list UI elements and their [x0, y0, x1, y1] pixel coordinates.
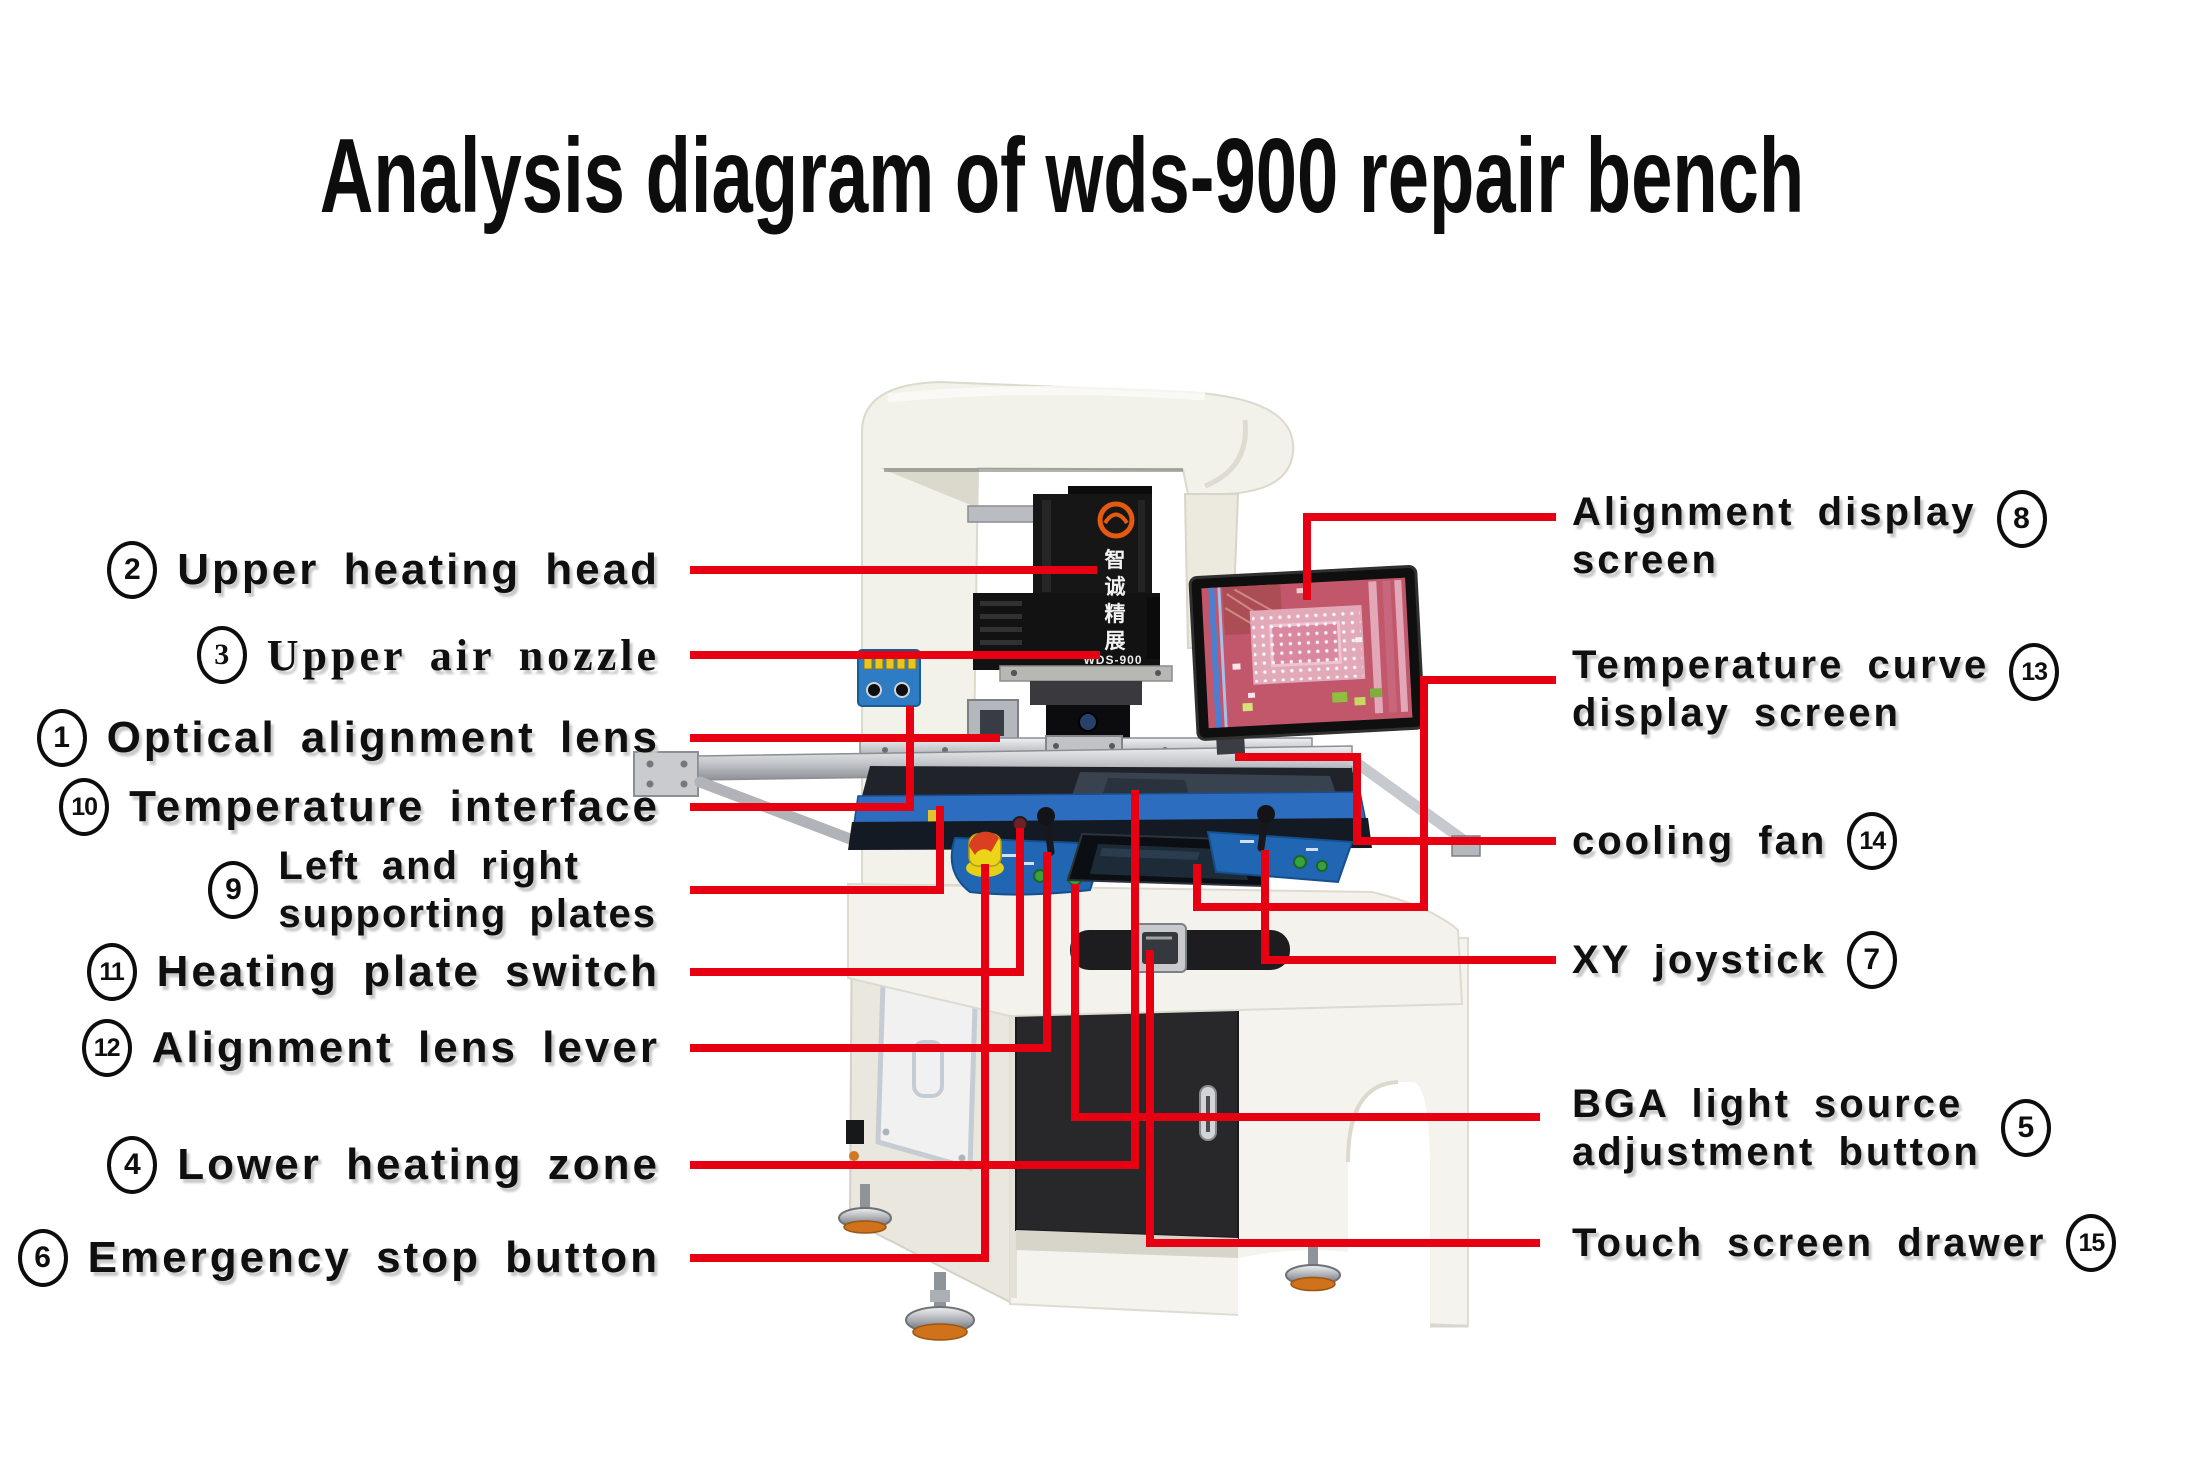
- alignment-display-monitor: [1188, 564, 1426, 755]
- label-text: Temperature curve: [1572, 643, 1990, 687]
- brand-char-3: 精: [1105, 602, 1126, 626]
- temperature-interface-panel: [857, 649, 921, 707]
- page-title: Analysis diagram of wds-900 repair bench: [319, 117, 1805, 235]
- label-touch-screen-drawer: Touch screen drawer 15: [1572, 1214, 2117, 1272]
- label-alignment-lens-lever: 12 Alignment lens lever: [81, 1019, 660, 1077]
- label-heating-plate-switch: 11 Heating plate switch: [86, 943, 660, 1001]
- leveling-feet: [838, 1184, 1341, 1341]
- leader-temperature-interface: [690, 706, 914, 811]
- leader-lower-heating-zone: [690, 790, 1139, 1169]
- circled-number: 8: [1996, 490, 2047, 548]
- label-text: Touch screen drawer: [1572, 1220, 2047, 1265]
- label-text: Upper heating head: [177, 545, 660, 594]
- circled-number: 10: [59, 778, 110, 836]
- label-supporting-plates: 9 Left and right supporting plates: [208, 838, 657, 942]
- frame-crossbar: [967, 505, 1035, 523]
- label-alignment-display-screen: Alignment display screen 8: [1572, 488, 2047, 592]
- circled-number: 14: [1847, 812, 1898, 870]
- circled-number: 7: [1846, 931, 1897, 989]
- brand-char-4: 展: [1105, 630, 1126, 653]
- leader-alignment-display: [1303, 513, 1556, 600]
- label-xy-joystick: XY joystick 7: [1572, 931, 1897, 989]
- upper-air-nozzle: [1030, 681, 1142, 705]
- leader-emergency-stop: [690, 864, 989, 1262]
- label-text: cooling fan: [1572, 818, 1828, 863]
- label-text: Upper air nozzle: [266, 630, 660, 680]
- heating-head: 智 诚 精 展 WDS-900: [967, 486, 1173, 747]
- circled-number: 4: [107, 1136, 158, 1194]
- label-text: display screen: [1572, 691, 1901, 735]
- label-lower-heating-zone: 4 Lower heating zone: [107, 1136, 660, 1194]
- leader-alignment-lens-lever: [690, 852, 1051, 1052]
- arch-opening: [1348, 1082, 1430, 1326]
- circled-number: 6: [17, 1229, 68, 1287]
- label-text: Optical alignment lens: [106, 713, 660, 762]
- label-text: XY joystick: [1572, 937, 1827, 982]
- label-text: Heating plate switch: [156, 947, 660, 996]
- leader-supporting-plates: [690, 806, 944, 894]
- label-upper-heating-head: 2 Upper heating head: [107, 541, 660, 599]
- brand-logo-icon: [1097, 501, 1135, 539]
- brand-char-1: 智: [1105, 548, 1126, 572]
- label-temperature-curve-screen: Temperature curve display screen 13: [1572, 641, 2060, 745]
- circled-number: 13: [2009, 643, 2060, 701]
- label-text: BGA light source: [1572, 1082, 1964, 1126]
- label-text: supporting plates: [278, 892, 657, 936]
- nozzle-mount-plate: [999, 665, 1173, 682]
- circled-number: 2: [107, 541, 158, 599]
- leader-xy-joystick: [1261, 850, 1556, 964]
- label-text: Alignment display: [1572, 490, 1977, 534]
- label-text: Left and right: [278, 844, 580, 888]
- label-text: Emergency stop button: [87, 1233, 660, 1282]
- circled-number: 11: [86, 943, 137, 1001]
- brand-char-2: 诚: [1105, 576, 1126, 599]
- label-optical-alignment-lens: 1 Optical alignment lens: [36, 709, 660, 767]
- circled-number: 1: [36, 709, 87, 767]
- xy-joystick: [1257, 814, 1269, 852]
- label-text: Lower heating zone: [177, 1140, 660, 1189]
- label-temperature-interface: 10 Temperature interface: [59, 778, 660, 836]
- label-upper-air-nozzle: 3 Upper air nozzle: [196, 626, 660, 684]
- label-emergency-stop-button: 6 Emergency stop button: [17, 1229, 660, 1287]
- circled-number: 15: [2066, 1214, 2117, 1272]
- circled-number: 5: [2000, 1099, 2051, 1157]
- leader-touch-screen-drawer: [1146, 950, 1540, 1247]
- right-control-panel: [1206, 830, 1354, 884]
- label-text: Alignment lens lever: [151, 1023, 660, 1072]
- label-bga-light-source-button: BGA light source adjustment button 5: [1572, 1076, 2051, 1180]
- label-text: adjustment button: [1572, 1130, 1981, 1174]
- console: [847, 805, 1464, 1018]
- label-cooling-fan: cooling fan 14: [1572, 812, 1898, 870]
- machine-illustration: 智 诚 精 展 WDS-900: [633, 380, 1481, 1341]
- circled-number: 12: [81, 1019, 132, 1077]
- side-power-inlet: [846, 1120, 864, 1144]
- leader-cooling-fan: [1235, 753, 1556, 845]
- label-text: Temperature interface: [129, 782, 660, 831]
- leader-heating-plate-switch: [690, 828, 1024, 976]
- leader-lines: [690, 513, 1556, 1262]
- alignment-lens-lever: [1043, 816, 1055, 856]
- leader-temp-curve-screen: [1193, 676, 1556, 911]
- circled-number: 9: [208, 861, 259, 919]
- right-support-handle: [1344, 752, 1472, 848]
- label-text: screen: [1572, 538, 1719, 582]
- leader-bga-light-button: [1071, 884, 1540, 1121]
- circled-number: 3: [196, 626, 247, 684]
